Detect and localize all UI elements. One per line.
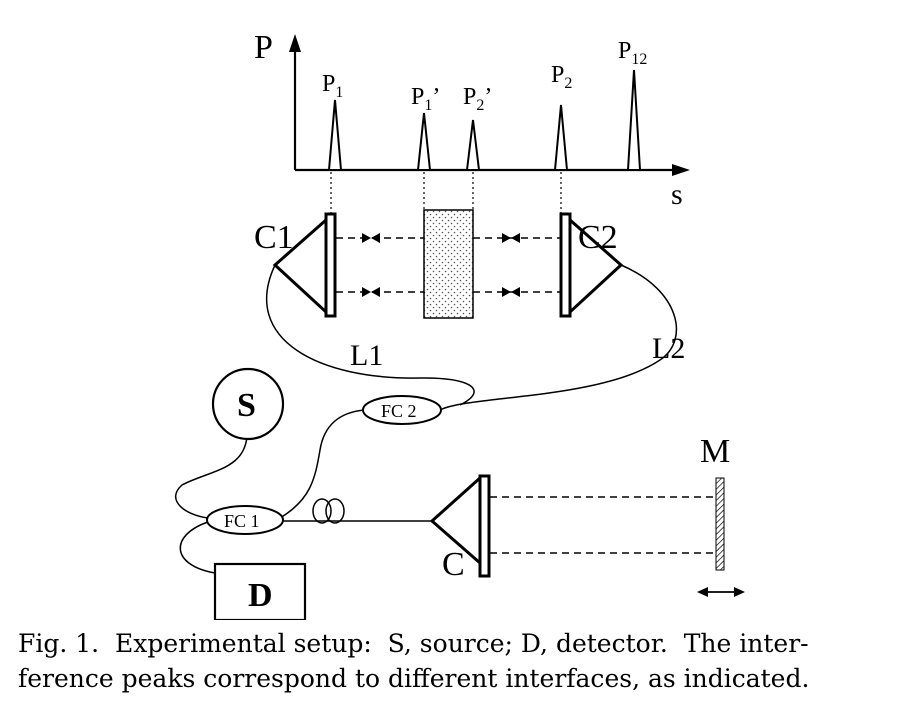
c2-window xyxy=(559,212,572,318)
fiber-source xyxy=(175,427,248,519)
c1-label: C1 xyxy=(254,219,294,256)
fibers xyxy=(175,264,678,574)
reference-beams xyxy=(490,496,716,554)
s-axis-arrow xyxy=(672,164,690,176)
caption-fig-label: Fig. 1. xyxy=(18,629,100,658)
peak-label-p12-base: P xyxy=(618,38,631,64)
peak-p12 xyxy=(626,69,642,171)
peak-label-p2-prime-base: P xyxy=(463,84,476,110)
peak-p2 xyxy=(553,104,569,171)
p-axis-arrow xyxy=(289,34,301,52)
caption-line-2: ference peaks correspond to different in… xyxy=(18,664,810,693)
source-circle xyxy=(211,367,285,441)
peak-label-p2: P2 xyxy=(551,62,572,92)
c-window xyxy=(478,474,491,578)
beam-markers xyxy=(362,233,520,297)
c1-window xyxy=(324,212,337,318)
peak-label-p2-prime: P2’ xyxy=(463,84,492,114)
fc1-coupler xyxy=(206,505,284,535)
mirror-scan-arrowhead-left xyxy=(697,587,708,597)
sample-section: C1 C2 xyxy=(254,209,624,319)
fiber-fc1-fc2 xyxy=(279,409,366,519)
s-axis-label: s xyxy=(671,178,683,211)
peak-label-p2-base: P xyxy=(551,62,564,88)
peak-label-p1: P1 xyxy=(322,71,343,101)
peak-label-p1-prime-sub: 1 xyxy=(424,97,432,114)
fiber-detector xyxy=(179,521,216,574)
l2-label: L2 xyxy=(652,332,685,365)
detector-box xyxy=(213,562,307,620)
caption-line-1: Fig. 1. Experimental setup: S, source; D… xyxy=(18,626,908,661)
reference-arm: C M xyxy=(429,433,745,597)
projection-lines xyxy=(330,172,562,214)
caption-text-1: Experimental setup: S, source; D, detect… xyxy=(115,629,809,658)
fiber-coil xyxy=(312,498,345,524)
source-label: S xyxy=(237,387,256,424)
peak-label-p1-base: P xyxy=(322,71,335,97)
peak-label-p1-prime: P1’ xyxy=(411,84,440,114)
p-axis-label: P xyxy=(254,29,273,66)
mirror-label: M xyxy=(700,433,730,470)
fc2-coupler xyxy=(362,395,442,425)
l1-label: L1 xyxy=(350,339,383,372)
peak-label-p2-prime-sub: 2 xyxy=(476,97,484,114)
peak-p2-prime xyxy=(465,119,481,171)
experimental-setup-diagram: P s P1 P1’ P2’ P2 P12 C1 C2 xyxy=(175,29,745,620)
peak-p1-prime xyxy=(416,112,432,171)
c2-label: C2 xyxy=(578,219,618,256)
mirror-scan-arrowhead-right xyxy=(734,587,745,597)
peak-label-p12-sub: 12 xyxy=(631,51,647,68)
peak-label-p1-sub: 1 xyxy=(335,84,343,101)
peak-label-p2-sub: 2 xyxy=(564,75,572,92)
beams xyxy=(336,237,561,293)
fiber-l2 xyxy=(439,264,678,411)
fiber-l1 xyxy=(265,264,475,406)
mirror xyxy=(715,477,725,571)
interference-plot: P s P1 P1’ P2’ P2 P12 xyxy=(254,29,690,214)
peak-label-p2-prime-mark: ’ xyxy=(484,84,492,110)
fc2-label: FC 2 xyxy=(381,401,417,421)
peak-label-p1-prime-base: P xyxy=(411,84,424,110)
sample-slab xyxy=(423,209,474,319)
peak-p1 xyxy=(327,99,343,171)
peak-label-p12: P12 xyxy=(618,38,647,68)
fc1-label: FC 1 xyxy=(224,511,260,531)
peak-label-p1-prime-mark: ’ xyxy=(432,84,440,110)
c-label: C xyxy=(442,546,465,583)
figure-caption: Fig. 1. Experimental setup: S, source; D… xyxy=(18,626,908,696)
detector-label: D xyxy=(248,577,273,614)
